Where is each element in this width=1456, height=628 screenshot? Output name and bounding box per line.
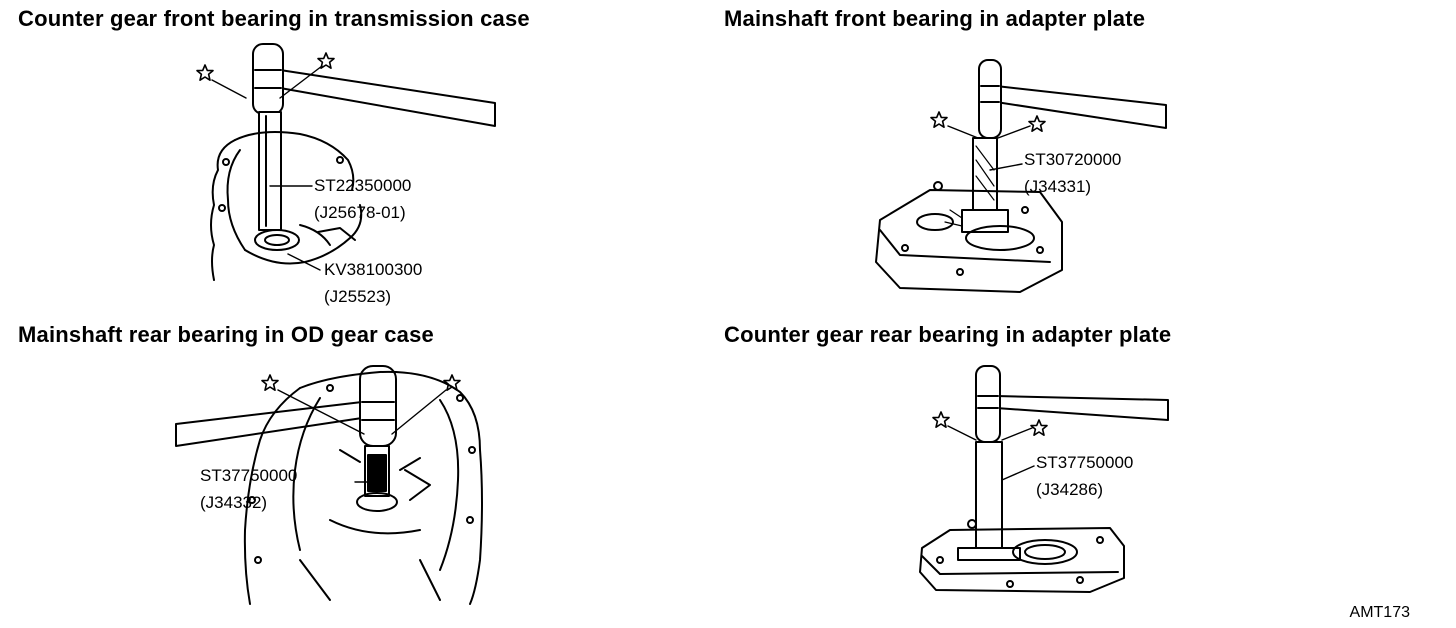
callout-tool-j25523: (J25523)	[324, 287, 392, 306]
panel-title-counter-front: Counter gear front bearing in transmissi…	[18, 6, 530, 31]
torque-star-icon	[196, 64, 214, 82]
torque-star-icon	[1028, 115, 1046, 133]
torque-star-icon	[1030, 419, 1048, 437]
figure-counter-front	[210, 43, 496, 281]
figure-mainshaft-rear	[175, 365, 483, 605]
figure-code: AMT173	[1349, 604, 1410, 621]
panel-title-mainshaft-front: Mainshaft front bearing in adapter plate	[724, 6, 1146, 31]
callout-tool-st22350000: ST22350000	[314, 176, 412, 195]
torque-star-icon	[932, 411, 950, 429]
torque-star-icon	[317, 52, 335, 70]
callout-tool-j34331: (J34331)	[1024, 177, 1092, 196]
figure-mainshaft-front	[875, 59, 1167, 293]
panel-title-counter-rear: Counter gear rear bearing in adapter pla…	[724, 322, 1172, 347]
callout-tool-kv38100300: KV38100300	[324, 260, 423, 279]
torque-star-icon	[443, 374, 461, 392]
panel-title-mainshaft-rear: Mainshaft rear bearing in OD gear case	[18, 322, 434, 347]
callout-tool-st37750000-od: ST37750000	[200, 466, 298, 485]
callout-tool-j25678: (J25678-01)	[314, 203, 406, 222]
callout-tool-st37750000-adapter: ST37750000	[1036, 453, 1134, 472]
torque-star-icon	[261, 374, 279, 392]
figure-counter-rear	[919, 365, 1169, 593]
callout-tool-st30720000: ST30720000	[1024, 150, 1122, 169]
callout-tool-j34332: (J34332)	[200, 493, 268, 512]
torque-star-icon	[930, 111, 948, 129]
callout-tool-j34286: (J34286)	[1036, 480, 1104, 499]
